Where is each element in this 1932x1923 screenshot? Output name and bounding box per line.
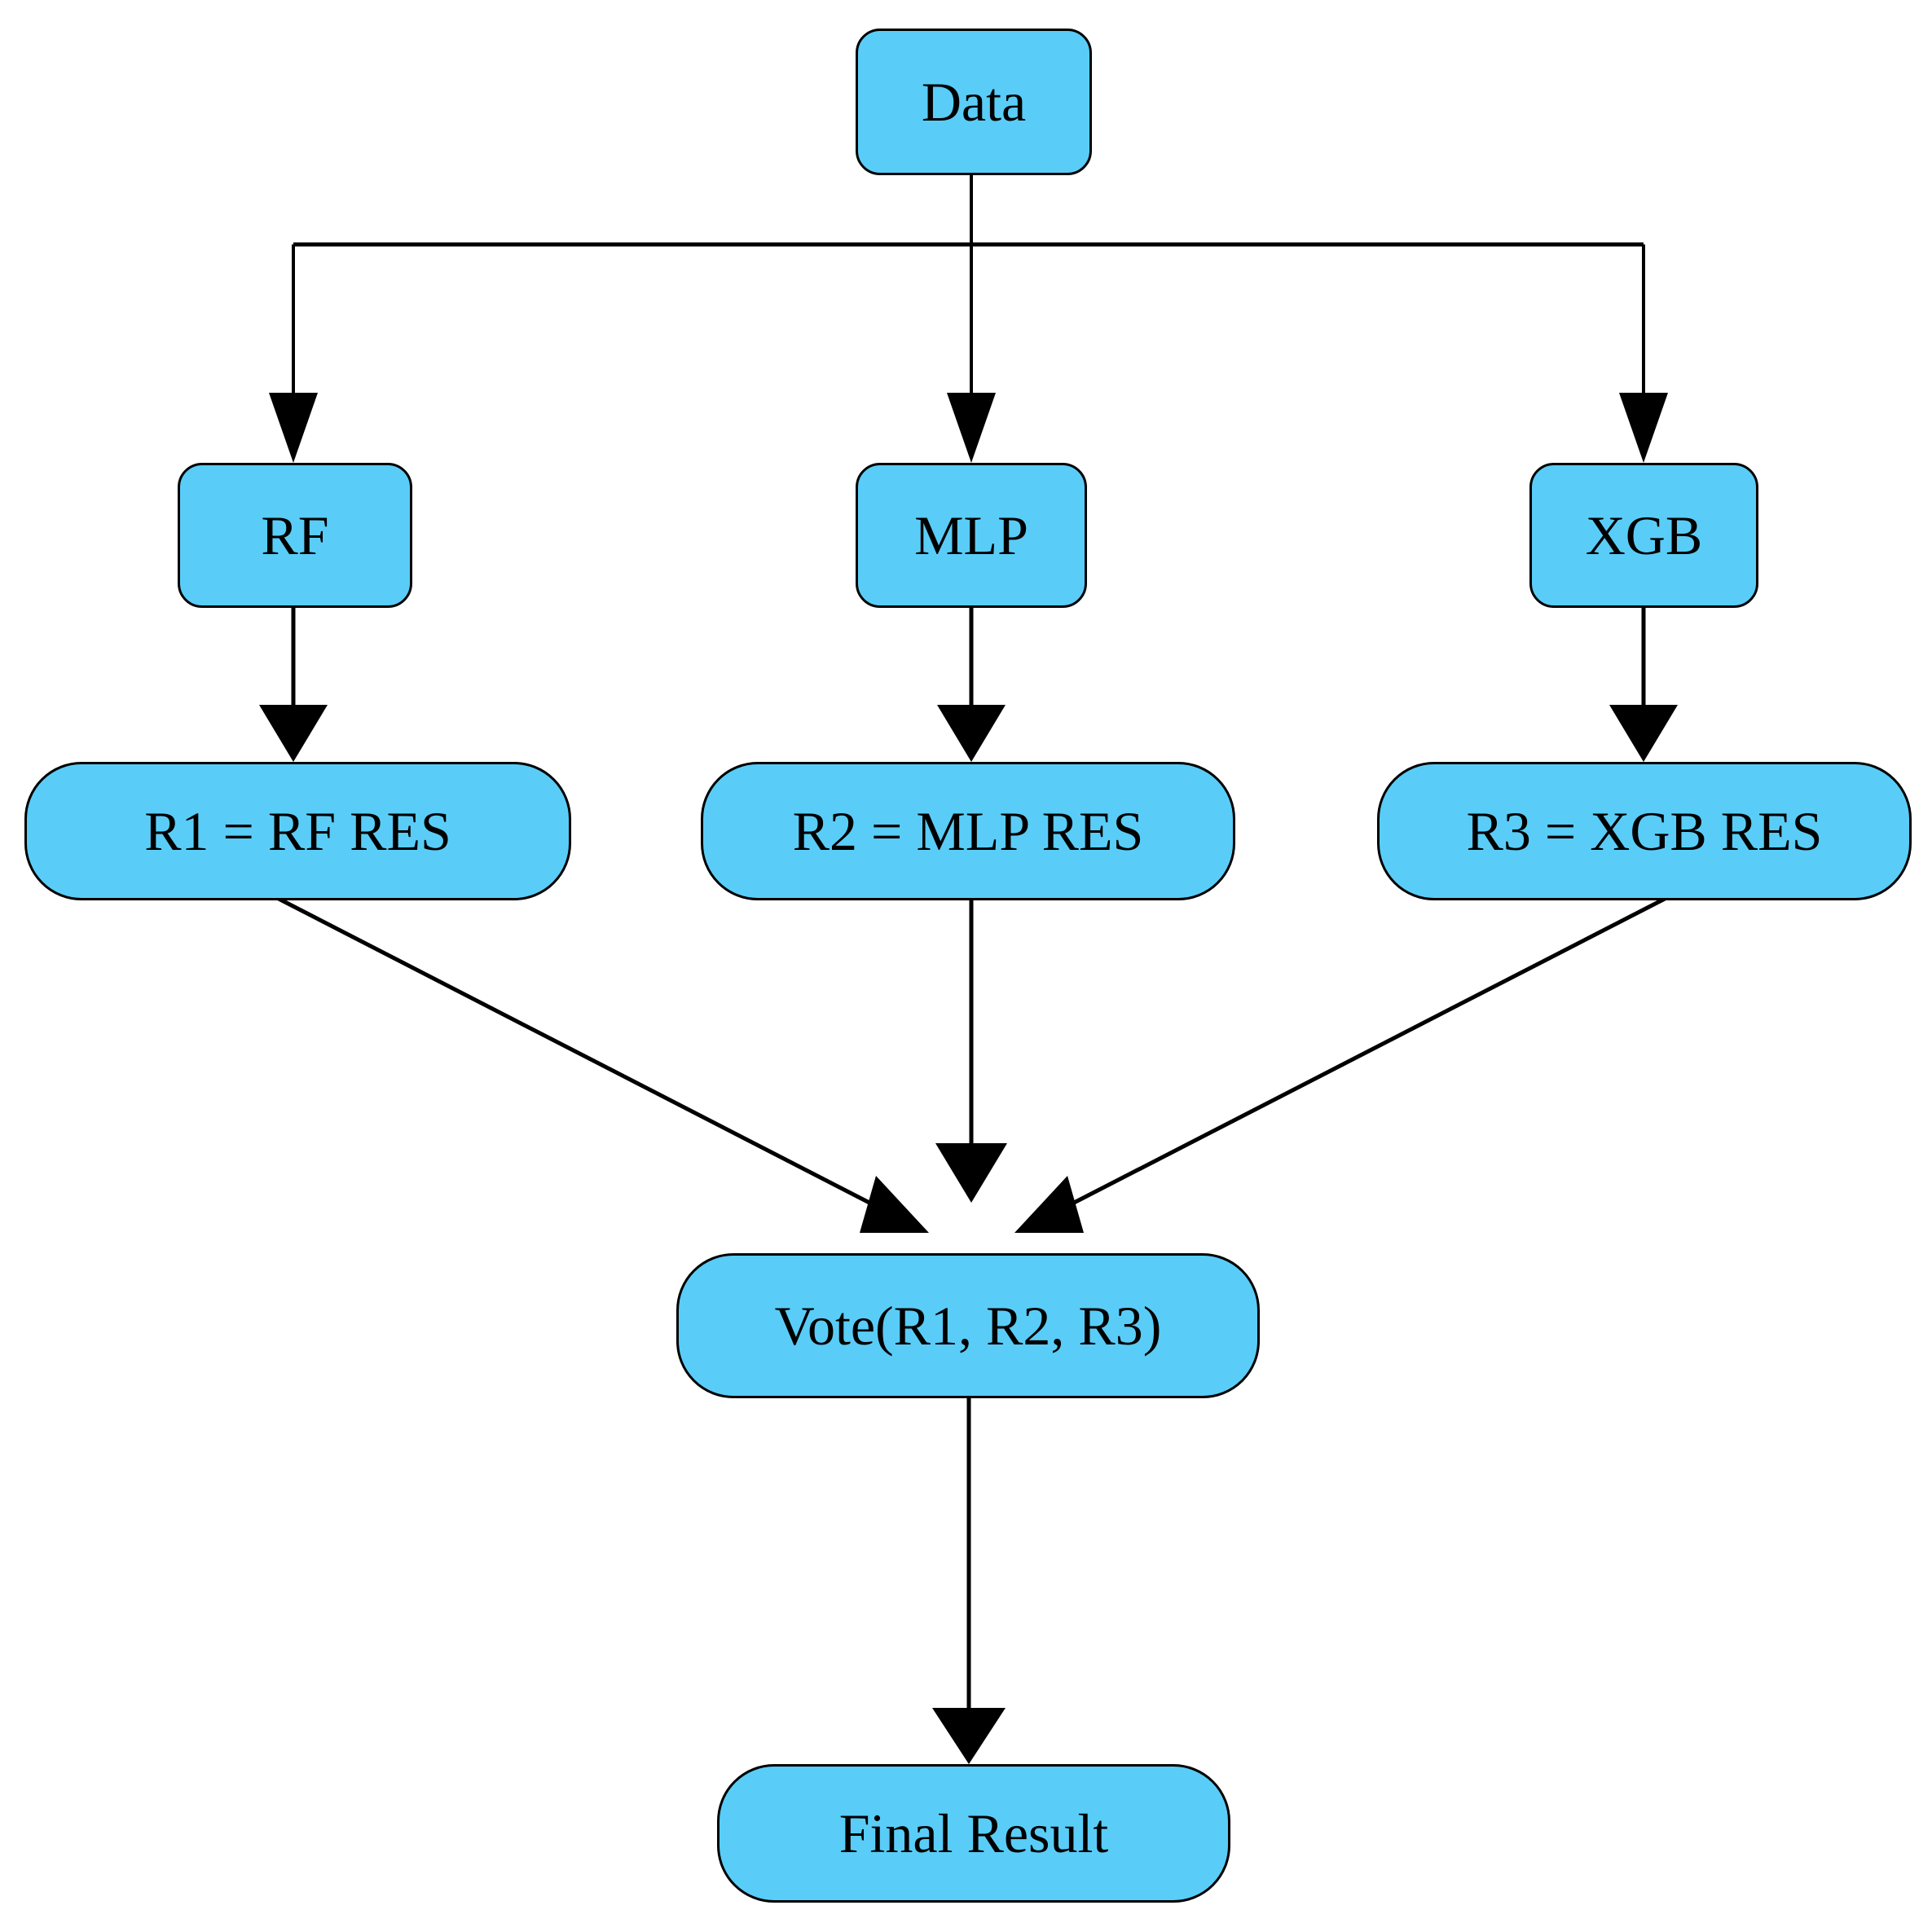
node-r3[interactable]: R3 = XGB RES <box>1377 762 1912 900</box>
node-data-label: Data <box>921 71 1027 133</box>
edge-r1-to-vote <box>275 895 929 1233</box>
edge-rf-to-r1 <box>259 608 328 762</box>
node-mlp-label: MLP <box>914 504 1028 566</box>
node-vote[interactable]: Vote(R1, R2, R3) <box>676 1253 1260 1398</box>
node-xgb[interactable]: XGB <box>1529 463 1758 608</box>
node-r1[interactable]: R1 = RF RES <box>24 762 571 900</box>
edge-data-to-rf <box>269 244 318 463</box>
edge-xgb-to-r3 <box>1609 608 1678 762</box>
node-r3-label: R3 = XGB RES <box>1466 800 1823 862</box>
node-data[interactable]: Data <box>856 29 1092 175</box>
edge-vote-to-final <box>932 1398 1006 1764</box>
node-final-result[interactable]: Final Result <box>717 1764 1230 1903</box>
edge-r3-to-vote <box>1014 895 1668 1233</box>
edge-data-to-xgb <box>1619 244 1668 463</box>
edge-mlp-to-r2 <box>937 608 1006 762</box>
node-rf-label: RF <box>261 504 329 566</box>
node-r1-label: R1 = RF RES <box>144 800 451 862</box>
node-xgb-label: XGB <box>1585 504 1703 566</box>
node-vote-label: Vote(R1, R2, R3) <box>774 1295 1162 1357</box>
node-final-result-label: Final Result <box>838 1802 1109 1864</box>
edge-data-to-mlp <box>947 244 996 463</box>
edge-r2-to-vote <box>935 900 1007 1203</box>
node-r2-label: R2 = MLP RES <box>792 800 1144 862</box>
node-r2[interactable]: R2 = MLP RES <box>701 762 1235 900</box>
edge-data-branch <box>293 175 1644 247</box>
node-rf[interactable]: RF <box>178 463 412 608</box>
node-mlp[interactable]: MLP <box>856 463 1087 608</box>
